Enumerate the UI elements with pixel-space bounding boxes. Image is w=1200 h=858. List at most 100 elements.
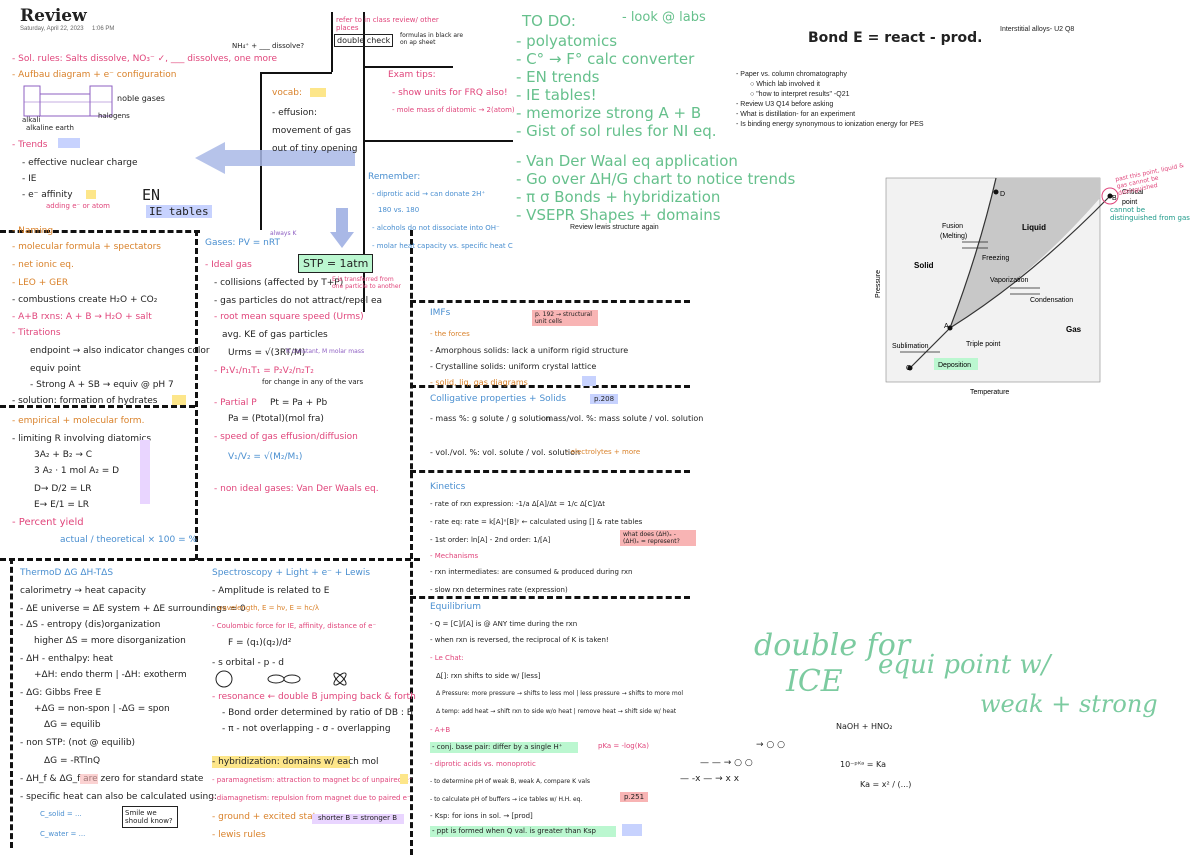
buffers: - to calculate pH of buffers → ice table… [430,796,583,803]
deposition-highlight [934,358,978,370]
wavelength: - wavelength, E = hν, E = hc/λ [212,604,320,612]
c-water: C_water = ... [40,830,86,838]
alkali-label: alkali [22,116,41,124]
highlight [430,742,578,753]
urms-eq: Urms = √(3RT/M) [228,348,306,358]
shorter-bond: shorter B = stronger B [318,814,398,822]
nh4-note: NH₄⁺ + ___ dissolve? [232,42,305,50]
rxn-3: D→ D/2 = LR [34,484,92,494]
liquid-label: Liquid [1022,223,1046,232]
sol-rules: - Sol. rules: Salts dissolve, NO₃⁻ ✓, __… [12,54,278,64]
deposition-label: Deposition [938,362,971,369]
mass-percent: - mass %: g solute / g solution [430,414,551,423]
ab-section: - A+B [430,726,451,734]
pressure-shift: Δ Pressure: more pressure → shifts to le… [436,690,684,697]
ppt-formed: - ppt is formed when Q val. is greater t… [432,827,596,835]
p-total: Pt = Pa + Pb [270,398,328,408]
strong-ab: - Strong A + SB → equiv @ pH 7 [30,380,174,390]
coulomb: - Coulombic force for IE, affinity, dist… [212,622,377,630]
en-label: EN [142,186,161,204]
hybridization: - hybridization: domains w/ each mol [212,757,379,767]
speed-effusion: - speed of gas effusion/diffusion [214,432,358,442]
attract: - gas particles do not attract/repel ea [214,296,383,306]
kinetics-heading: Kinetics [430,482,466,492]
equilibrium-heading: Equilibrium [430,602,481,612]
question-list: - Paper vs. column chromatography ○ Whic… [736,70,924,130]
equilib: ΔG = equilib [44,720,101,730]
ie-tables-label: IE tables [146,205,212,218]
first-second-order: - 1st order: ln[A] - 2nd order: 1/[A] [430,536,551,544]
vaporization-label: Vaporization [990,277,1029,284]
p208-note: p.208 [590,394,619,404]
collisions: - collisions (affected by T+P) [214,278,344,288]
temp-shift: Δ temp: add heat → shift rxn to side w/o… [436,708,677,715]
todo-item-1: - polyatomics [516,32,618,50]
critical-label: Critical [1122,189,1144,196]
vocab: vocab: [272,88,303,98]
d-label: D [1000,191,1005,198]
aufbau: - Aufbau diagram + e⁻ configuration [12,70,177,80]
diprotic-acids: - diprotic acids vs. monoprotic [430,760,536,768]
bracket-highlight [140,440,150,504]
remember-3: - alcohols do not dissociate into OH⁻ [372,224,500,232]
smile-box: Smile we should know? [122,806,178,828]
ground-excited: - ground + excited states [212,812,327,822]
date: Saturday, April 22, 2023 [20,26,84,32]
mechanisms: - Mechanisms [430,552,479,560]
highlight [86,190,96,199]
big-note-2: ICE [786,664,843,699]
exam-tip-1: - show units for FRQ also! [392,88,508,98]
sublimation-label: Sublimation [892,343,929,350]
divider [0,230,200,233]
highlight [430,826,616,837]
titrations: - Titrations [12,328,61,338]
vol-vol-percent: - vol./vol. %: vol. solute / vol. soluti… [430,448,581,457]
electrolytes: - electrolytes + more [566,448,641,456]
todo-item-7: - Van Der Waal eq application [516,152,738,170]
ie-trend: - IE [22,174,37,184]
limiting: - limiting R involving diatomics [12,434,152,444]
highlight [622,824,642,836]
fusion-curve [949,177,997,329]
refer-note: refer to in class review/ other places [336,16,439,32]
highlight [212,756,350,768]
always-k: always K [270,230,297,237]
gas-label: Gas [1066,325,1082,334]
imfs-heading: IMFs [430,308,451,318]
double-check-box: double check [334,34,394,47]
endo-exo: +ΔH: endo therm | -ΔH: exotherm [34,670,187,680]
effusion: - effusion: movement of gas out of tiny … [272,108,358,154]
big-note-1: double for [754,628,911,663]
divider [0,558,420,561]
divider [410,596,690,599]
mass-vol-percent: - mass/vol. %: mass solute / vol. soluti… [540,414,704,423]
condensation-label: Condensation [1030,297,1073,304]
critical-circle [1101,187,1119,205]
solid-label: Solid [914,261,934,270]
divider [410,470,690,473]
big-arrow [195,142,355,174]
exam-tips: Exam tips: [388,70,436,80]
triple-point-label: Triple point [966,341,1000,348]
highlight [312,814,404,824]
exam-tip-2: - mole mass of diatomic → 2(atom) [392,106,515,114]
bond-energy: Bond E = react - prod. [808,30,983,46]
higher-entropy: higher ΔS = more disorganization [34,636,186,646]
temperature-label: Temperature [970,389,1009,396]
b-label: B [1112,195,1117,202]
colligative-heading: Colligative properties + Solids [430,394,567,404]
todo-item-5: - memorize strong A + B [516,104,702,122]
ideal-gas: - Ideal gas [205,260,252,270]
critical-sub-label: point [1122,199,1137,206]
trends: - Trends [12,140,48,150]
ab-rxns: - A+B rxns: A + B → H₂O + salt [12,312,152,322]
a-label: A [944,323,949,330]
highlight [80,774,98,784]
highlight [310,88,326,97]
point-b [1107,193,1113,199]
ice-row-1: → ○ ○ [756,740,785,750]
pka-eq: pKa = -log(Ka) [598,742,649,750]
naoh-eq: NaOH + HNO₂ [836,722,893,731]
divider [363,66,453,68]
point-a [947,325,953,331]
